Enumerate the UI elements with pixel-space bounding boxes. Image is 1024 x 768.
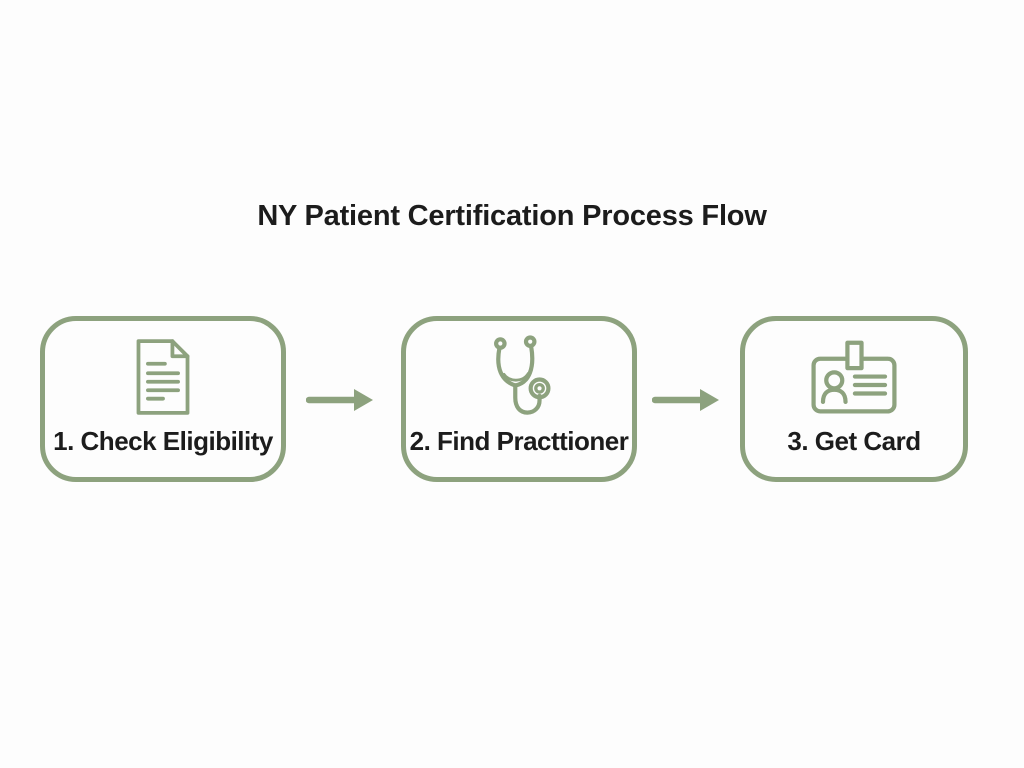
stethoscope-icon xyxy=(477,331,561,427)
id-card-icon xyxy=(807,338,901,417)
arrow-right-icon xyxy=(652,389,719,411)
step-label: 3. Get Card xyxy=(787,426,921,456)
arrow-right-icon xyxy=(306,389,373,411)
step-label: 2. Find Practtioner xyxy=(409,426,629,456)
page-title: NY Patient Certification Process Flow xyxy=(257,200,767,232)
step-label: 1. Check Eligibility xyxy=(53,426,273,456)
step-box-get-card: 3. Get Card xyxy=(740,316,968,482)
step-box-find-practitioner: 2. Find Practtioner xyxy=(401,316,637,482)
document-icon xyxy=(130,338,196,416)
step-box-check-eligibility: 1. Check Eligibility xyxy=(40,316,286,482)
